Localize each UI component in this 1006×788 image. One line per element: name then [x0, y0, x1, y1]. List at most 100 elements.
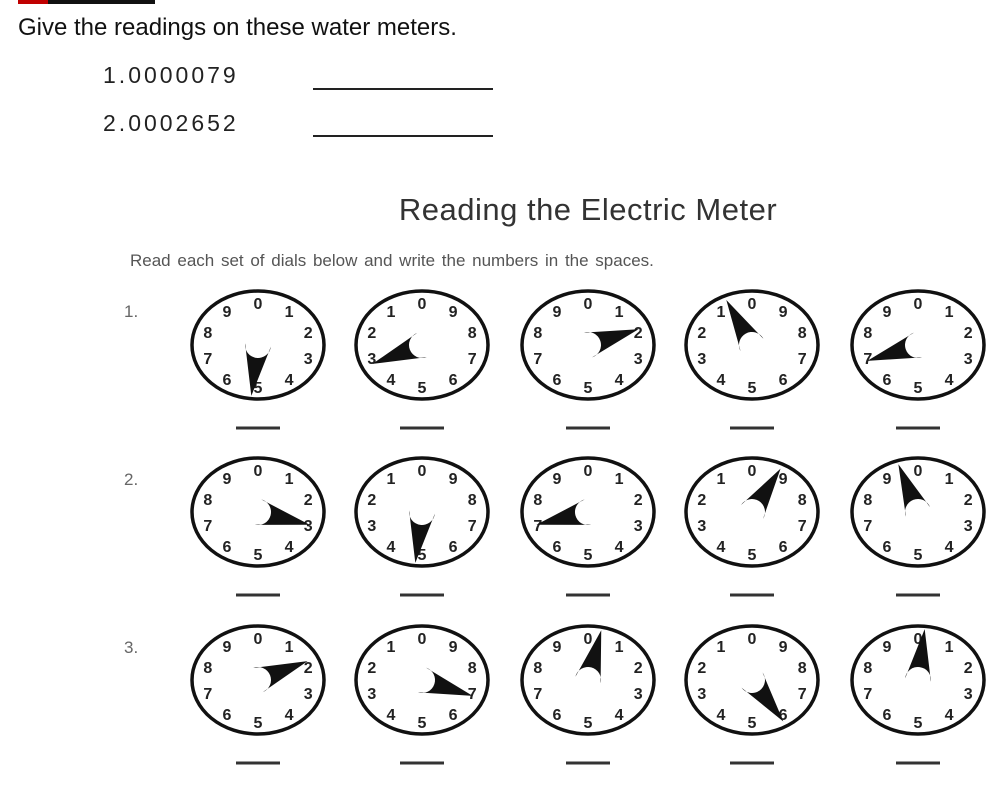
dial-digit: 9: [223, 471, 232, 488]
dial-digit: 1: [615, 639, 624, 656]
dial-digit: 8: [798, 325, 807, 342]
dial-digit: 0: [748, 296, 757, 313]
answer-line-2[interactable]: [313, 135, 493, 137]
dial-digit: 3: [697, 686, 706, 703]
dial-digit: 5: [254, 547, 263, 564]
dial-digit: 1: [945, 304, 954, 321]
worksheet-title: Reading the Electric Meter: [398, 192, 778, 227]
dial-digit: 2: [304, 325, 313, 342]
dial-digit: 4: [945, 707, 954, 724]
pointer-hub: [417, 675, 427, 685]
dial-digit: 1: [717, 471, 726, 488]
dial-digit: 4: [717, 707, 726, 724]
dial-digit: 4: [945, 539, 954, 556]
dial-digit: 1: [717, 304, 726, 321]
dial-digit: 4: [387, 372, 396, 389]
dial-digit: 3: [964, 351, 973, 368]
pointer-hub: [583, 340, 593, 350]
dial-digit: 7: [798, 351, 807, 368]
dial-digit: 5: [418, 547, 427, 564]
dial-digit: 9: [779, 639, 788, 656]
dial-digit: 9: [779, 471, 788, 488]
pointer-hub: [583, 675, 593, 685]
dial-pointer: [372, 332, 427, 364]
dial-digit: 1: [945, 471, 954, 488]
pointer-hub: [747, 675, 757, 685]
pointer-hub: [913, 340, 923, 350]
dial-pointer: [726, 300, 764, 352]
dial-digit: 2: [964, 492, 973, 509]
dial-digit: 3: [367, 351, 376, 368]
dial-pointer: [905, 629, 932, 682]
dial-digit: 8: [798, 660, 807, 677]
dial-digit: 0: [418, 463, 427, 480]
dial-digit: 0: [914, 631, 923, 648]
dial-pointer: [741, 468, 781, 519]
dial-pointer: [253, 661, 308, 693]
question-number: 2.: [103, 110, 129, 136]
dial-digit: 9: [779, 304, 788, 321]
dial-digit: 8: [863, 325, 872, 342]
question-number: 1.: [103, 62, 129, 88]
dial-digit: 6: [223, 707, 232, 724]
dial-digit: 2: [697, 325, 706, 342]
dial-digit: 3: [697, 518, 706, 535]
dial-digit: 0: [584, 296, 593, 313]
dial-digit: 7: [468, 351, 477, 368]
dial-pointer: [583, 329, 639, 358]
dial-digit: 8: [798, 492, 807, 509]
answer-line-1[interactable]: [313, 88, 493, 90]
pointer-hub: [583, 507, 593, 517]
dial-digit: 7: [533, 518, 542, 535]
dial-digit: 6: [553, 372, 562, 389]
dial-digit: 0: [584, 463, 593, 480]
dial-digit: 7: [533, 686, 542, 703]
dial-digit: 4: [615, 372, 624, 389]
dial-digit: 9: [223, 639, 232, 656]
dial-digit: 6: [449, 707, 458, 724]
pointer-hub: [417, 507, 427, 517]
pointer-hub: [747, 507, 757, 517]
dial-digit: 5: [254, 715, 263, 732]
dial-digit: 0: [254, 631, 263, 648]
dial-digit: 7: [203, 351, 212, 368]
dial-digit: 1: [285, 471, 294, 488]
dial-digit: 8: [203, 660, 212, 677]
dial-digit: 5: [748, 715, 757, 732]
dial-digit: 3: [304, 518, 313, 535]
dial-digit: 6: [779, 372, 788, 389]
dial-digit: 9: [883, 639, 892, 656]
dial-digit: 2: [964, 325, 973, 342]
dial-digit: 6: [883, 707, 892, 724]
dial-digit: 8: [468, 660, 477, 677]
pointer-hub: [417, 340, 427, 350]
dial-digit: 3: [304, 686, 313, 703]
dial-digit: 7: [468, 518, 477, 535]
dial-digit: 6: [553, 539, 562, 556]
dial-digit: 6: [223, 372, 232, 389]
dial-pointer: [741, 672, 784, 722]
dial-digit: 5: [914, 547, 923, 564]
dial-digit: 4: [945, 372, 954, 389]
dial-digit: 7: [863, 351, 872, 368]
dial-digit: 0: [418, 296, 427, 313]
dial-digit: 5: [748, 380, 757, 397]
row-label-2: 2.: [124, 470, 139, 489]
dial-digit: 8: [863, 492, 872, 509]
dial-digit: 0: [914, 296, 923, 313]
row-label-1: 1.: [124, 302, 139, 321]
dial-digit: 5: [418, 380, 427, 397]
dial-digit: 0: [254, 463, 263, 480]
dial-digit: 2: [634, 492, 643, 509]
dial-digit: 1: [387, 471, 396, 488]
dial-digit: 1: [285, 304, 294, 321]
water-question-2: 2.0002652: [103, 110, 239, 137]
dial-digit: 2: [304, 660, 313, 677]
dial-digit: 8: [468, 492, 477, 509]
